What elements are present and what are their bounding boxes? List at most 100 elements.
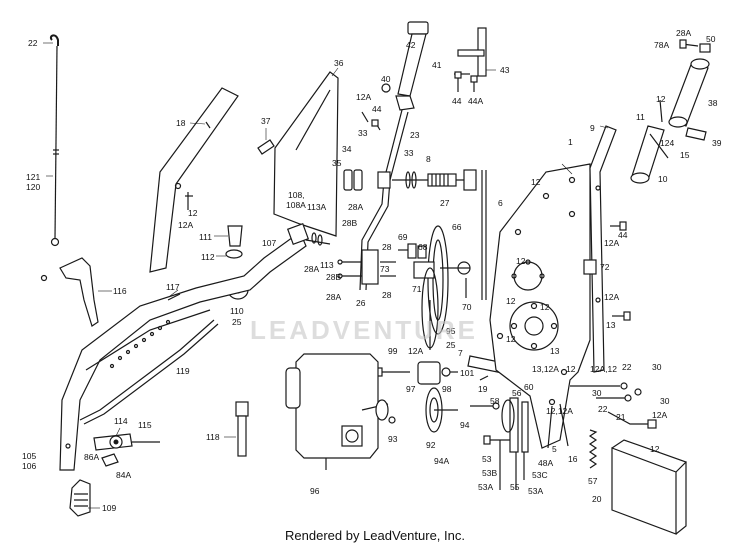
rod-121-120 — [43, 34, 60, 247]
callout-39: 39 — [712, 138, 722, 148]
callout-40: 40 — [381, 74, 391, 84]
callout-11: 11 — [636, 112, 645, 122]
callout-13: 13 — [550, 346, 560, 356]
tube-10 — [630, 99, 669, 184]
bolt-99 — [375, 361, 458, 385]
callout-19: 19 — [478, 384, 488, 394]
callout-30b: 30 — [592, 388, 602, 398]
callout-112: 112 — [201, 252, 215, 262]
callout-34: 34 — [342, 144, 352, 154]
bolt-37 — [257, 128, 275, 155]
callout-48a: 48A — [538, 458, 553, 468]
callout-22: 22 — [28, 38, 38, 48]
callout-25: 25 — [232, 317, 242, 327]
callout-107: 107 — [262, 238, 276, 248]
rod-21 — [570, 382, 657, 429]
callout-111: 111 — [199, 232, 212, 242]
callout-71: 71 — [412, 284, 422, 294]
callout-7: 7 — [458, 348, 463, 358]
callout-58: 58 — [490, 396, 500, 406]
callout-22b: 22 — [598, 404, 608, 414]
callout-53c: 53C — [532, 470, 548, 480]
callout-25-mid: 25 — [446, 340, 456, 350]
callout-26: 26 — [356, 298, 366, 308]
callout-108: 108, — [288, 190, 305, 200]
callout-44-mid: 44 — [372, 104, 382, 114]
callout-94a: 94A — [434, 456, 449, 466]
callout-57: 57 — [588, 476, 598, 486]
callout-12-plate-d: 12 — [506, 334, 516, 344]
shield-36 — [273, 67, 339, 237]
callout-13-12a: 13,12A — [532, 364, 559, 374]
grip-109 — [69, 479, 100, 517]
callout-42: 42 — [406, 40, 416, 50]
housing-20 — [611, 439, 688, 535]
bolt-12-left — [185, 192, 193, 210]
callout-28a-low: 28A — [326, 292, 341, 302]
callout-69: 69 — [398, 232, 408, 242]
callout-86a: 86A — [84, 452, 99, 462]
washer-113a — [305, 232, 331, 246]
bar-9 — [589, 125, 617, 373]
callout-44a: 44A — [468, 96, 483, 106]
rod-6 — [481, 170, 487, 300]
callout-12-r: 12 — [650, 444, 660, 454]
callout-50: 50 — [706, 34, 716, 44]
watermark: LEADVENTURE — [250, 315, 479, 345]
callout-12a-mid: 12A — [408, 346, 423, 356]
callout-94: 94 — [460, 420, 470, 430]
callout-113: 113 — [320, 260, 334, 270]
callout-109: 109 — [102, 503, 116, 513]
callout-5: 5 — [552, 444, 557, 454]
callout-12-12a: 12,12A — [546, 406, 573, 416]
callout-73: 73 — [380, 264, 390, 274]
callout-116: 116 — [113, 286, 127, 296]
callout-21: 21 — [616, 412, 626, 422]
callout-66: 66 — [452, 222, 462, 232]
callout-98: 98 — [442, 384, 452, 394]
callout-6: 6 — [498, 198, 503, 208]
bolts-72 — [583, 221, 631, 321]
callout-97: 97 — [406, 384, 416, 394]
callout-12a: 12A — [178, 220, 193, 230]
callout-28b-low: 28B — [326, 272, 341, 282]
footer-credit: Rendered by LeadVenture, Inc. — [285, 528, 465, 543]
bracket-43 — [454, 27, 496, 77]
tool-118 — [224, 401, 249, 457]
plate-1 — [489, 163, 591, 449]
callout-53: 53 — [482, 454, 492, 464]
callout-115: 115 — [138, 420, 152, 430]
cable-119 — [79, 319, 219, 425]
lever-116 — [40, 257, 112, 327]
callout-53a: 53A — [478, 482, 493, 492]
callout-70: 70 — [462, 302, 472, 312]
callout-12: 12 — [188, 208, 198, 218]
callout-36: 36 — [334, 58, 344, 68]
callout-110: 110 — [230, 306, 244, 316]
callout-105: 105 — [22, 451, 36, 461]
callout-28a: 28A — [304, 264, 319, 274]
lever-41 — [395, 21, 429, 111]
callout-28a2: 28 — [382, 242, 392, 252]
callout-15: 15 — [680, 150, 690, 160]
callout-12-plate-top: 12 — [531, 177, 541, 187]
callout-27: 27 — [440, 198, 450, 208]
callout-22-right: 22 — [622, 362, 632, 372]
bar-18 — [149, 87, 239, 273]
linkage-55 — [470, 397, 529, 490]
bar-16 — [547, 403, 569, 449]
callout-106: 106 — [22, 461, 36, 471]
callout-28a-mid: 28A — [348, 202, 363, 212]
callout-18: 18 — [176, 118, 186, 128]
callout-95: 95 — [446, 326, 456, 336]
spring-57 — [588, 429, 598, 469]
callout-78a: 78A — [654, 40, 669, 50]
callout-23: 23 — [410, 130, 420, 140]
tube-38 — [668, 39, 711, 141]
callout-28b-top: 28B — [342, 218, 357, 228]
callout-55: 55 — [510, 482, 520, 492]
callout-9: 9 — [590, 123, 595, 133]
callout-41: 41 — [432, 60, 442, 70]
callout-44-right: 44 — [618, 230, 628, 240]
callout-12a-12: 12A,12 — [590, 364, 617, 374]
